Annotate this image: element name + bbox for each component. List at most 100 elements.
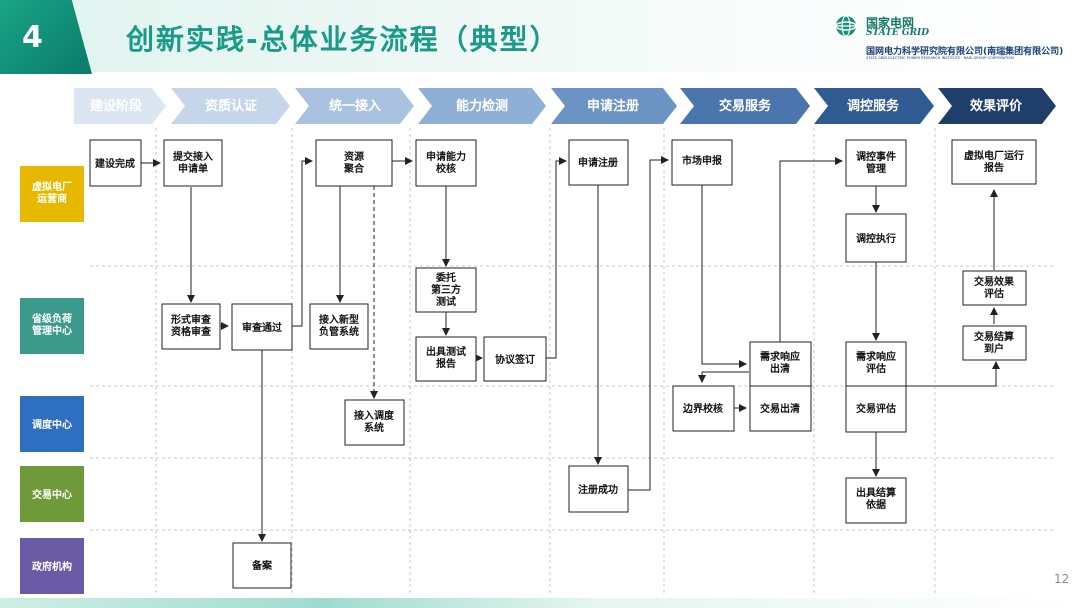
node-agreement-signing: 协议签订 [483,336,547,382]
node-line: 接入调度 [354,409,395,422]
node-trade-evaluation: 交易评估 [845,385,907,433]
node-test-report: 出具测试报告 [415,336,477,382]
node-build-done: 建设完成 [89,139,142,187]
node-line: 到户 [984,342,1004,355]
node-line: 形式审查 [171,313,212,326]
node-line: 报告 [984,161,1004,174]
process-nodes: 建设完成 提交接入申请单 形式审查资格审查 审查通过 备案 资源聚合 [89,139,1037,589]
node-line: 负管系统 [319,325,359,338]
node-form-review: 形式审查资格审查 [161,303,221,350]
node-trade-clearing: 交易出清 [749,385,812,432]
header-band [0,0,1080,72]
node-line: 交易结算 [974,330,1014,343]
node-label: 交易结算到户 [974,330,1014,355]
stage-label: 交易服务 [719,98,772,114]
role-government: 政府机构 [20,538,84,594]
stage-dividers [155,128,936,596]
node-label: 交易效果评估 [974,275,1015,300]
stage-label: 能力检测 [456,98,508,114]
role-column: 虚拟电厂运营商 省级负荷管理中心 调度中心 交易中心 政府机构 [20,166,84,594]
node-apply-capability-check: 申请能力校核 [415,139,477,187]
stage-trading: 交易服务 [680,88,810,124]
arrow-demand-to-event [779,157,843,342]
node-event-management: 调控事件管理 [845,139,907,187]
page-number: 12 [1054,572,1070,586]
node-line: 管理中心 [32,324,72,337]
arrow-agreement-to-apply [546,157,567,359]
node-effect-evaluation: 交易效果评估 [962,270,1027,306]
stage-label: 效果评价 [970,98,1023,114]
role-label: 政府机构 [32,560,72,573]
page-title: 创新实践-总体业务流程（典型） [126,23,560,56]
node-label: 申请注册 [578,156,618,169]
node-line: 校核 [436,162,456,175]
role-provincial-load-center: 省级负荷管理中心 [20,298,84,354]
role-line: 省级负荷 [31,312,72,325]
node-label: 市场申报 [682,154,722,167]
node-line: 测试 [436,295,456,308]
role-line: 虚拟电厂 [32,180,72,193]
node-label: 协议签订 [495,353,535,366]
logo-org-en: STATE GRID ELECTRIC POWER RESEARCH INSTI… [866,56,1014,60]
stage-header: 建设阶段 资质认证 统一接入 能力检测 申请注册 交易服务 调控服务 效果评价 [74,88,1056,124]
stage-label: 申请注册 [587,98,639,114]
node-label: 虚拟电厂运行报告 [964,149,1024,174]
node-apply-register: 申请注册 [568,139,629,186]
stage-capability-test: 能力检测 [418,88,546,124]
node-label: 注册成功 [578,483,618,496]
node-line: 评估 [866,362,886,375]
node-line: 申请能力 [426,150,466,163]
stage-label: 调控服务 [847,98,900,114]
node-label: 出具结算依据 [856,486,896,511]
node-access-new-system: 接入新型负管系统 [309,303,369,350]
node-label: 建设完成 [94,157,135,170]
stage-unified-access: 统一接入 [295,88,414,124]
logo-cn: 国家电网 [866,16,915,30]
node-label: 备案 [251,559,273,572]
node-access-dispatch-system: 接入调度系统 [344,399,405,446]
arrow-success-to-market [628,156,669,491]
node-label: 调控事件管理 [856,150,896,175]
node-demand-evaluation: 需求响应评估 [845,341,907,388]
node-line: 虚拟电厂运行 [964,149,1024,162]
node-third-party-test: 委托第三方测试 [415,267,477,313]
node-control-execution: 调控执行 [845,213,907,263]
node-label: 委托第三方测试 [431,271,461,308]
node-line: 运营商 [37,192,67,205]
stage-qualification: 资质认证 [171,88,290,124]
role-label: 省级负荷管理中心 [31,312,72,337]
role-label: 虚拟电厂运营商 [32,180,72,205]
node-line: 出具测试 [426,345,466,358]
node-line: 调控事件 [856,150,896,163]
stage-build: 建设阶段 [74,88,166,124]
node-market-report: 市场申报 [671,139,733,186]
stage-label: 建设阶段 [90,98,142,114]
node-review-pass: 审查通过 [231,303,293,351]
connectors [141,156,1000,542]
role-trading-center: 交易中心 [20,466,84,522]
node-line: 管理 [866,162,886,175]
node-label: 接入新型负管系统 [319,313,359,338]
node-filing: 备案 [232,542,292,589]
node-line: 资源 [344,150,364,163]
node-line: 出清 [770,362,790,375]
role-label: 交易中心 [32,488,72,501]
node-line: 交易效果 [974,275,1015,288]
role-vpp-operator: 虚拟电厂运营商 [20,166,84,222]
logo-org: 国网电力科学研究院有限公司(南瑞集团有限公司) [866,47,1064,57]
arrow-eval-to-settle [906,361,1000,387]
node-settlement-to-account: 交易结算到户 [962,325,1027,361]
node-label: 需求响应评估 [856,350,896,375]
role-dispatch-center: 调度中心 [20,396,84,452]
arrow-market-to-demand [701,185,747,368]
stage-dispatch: 调控服务 [814,88,934,124]
node-label: 调控执行 [856,232,896,245]
state-grid-globe-icon [835,15,857,37]
node-line: 第三方 [431,283,461,296]
node-line: 评估 [984,287,1004,300]
state-grid-logo: 国家电网 STATE GRID 国网电力科学研究院有限公司(南瑞集团有限公司) … [834,14,1074,62]
node-resource-aggregation: 资源聚合 [315,139,393,187]
node-line: 依据 [866,498,886,511]
node-label: 接入调度系统 [354,409,395,434]
node-label: 提交接入申请单 [173,150,213,175]
